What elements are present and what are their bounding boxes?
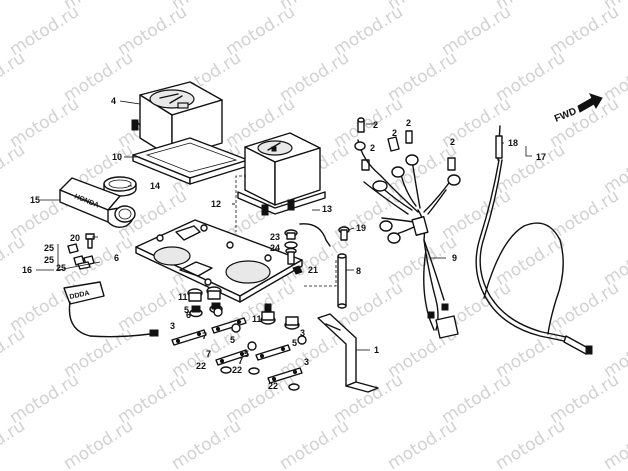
svg-text:DDDA: DDDA: [69, 290, 90, 301]
part-label-17: 17: [536, 152, 546, 162]
watermark-text: motod.ru: [0, 232, 29, 290]
watermark-text: motod.ru: [168, 416, 245, 471]
grommets-and-nuts: [187, 286, 300, 330]
part-label-6a: 6: [114, 253, 119, 263]
watermark-text: motod.ru: [0, 416, 29, 471]
watermark-text: motod.ru: [276, 416, 353, 471]
watermark-text: motod.ru: [60, 416, 137, 471]
watermark-text: motod.ru: [492, 416, 569, 471]
part-label-15: 15: [30, 195, 40, 205]
tachometer-assembly: [237, 132, 326, 216]
watermark-text: motod.ru: [0, 0, 29, 14]
leader-lines: [36, 100, 532, 351]
part-label-11b: 11: [252, 314, 262, 324]
part-label-7b: 7: [206, 349, 211, 359]
part-label-5b: 5: [230, 335, 235, 345]
part-label-1: 1: [374, 345, 379, 355]
part-label-18: 18: [508, 138, 518, 148]
part-label-3b: 3: [300, 328, 305, 338]
watermark-text: motod.ru: [384, 416, 461, 471]
part-label-25a: 25: [44, 243, 54, 253]
part-label-5d: 5: [292, 338, 297, 348]
part-label-9: 9: [452, 253, 457, 263]
screw-20: [85, 233, 95, 249]
watermark-text: motod.ru: [0, 48, 29, 106]
indicator-housing: HONDA: [59, 177, 136, 229]
part-label-22b: 22: [232, 365, 242, 375]
part-label-7c: 7: [238, 356, 243, 366]
part-label-7a: 7: [202, 331, 207, 341]
part-label-23: 23: [270, 232, 280, 242]
speedometer-cable: [475, 125, 593, 355]
part-label-5c: 5: [244, 349, 249, 359]
part-label-22c: 22: [268, 381, 278, 391]
speedometer-assembly: [131, 81, 223, 165]
part-label-25c: 25: [56, 263, 66, 273]
part-label-8: 8: [356, 266, 361, 276]
part-label-25b: 25: [44, 255, 54, 265]
washers-and-bolts: [171, 307, 307, 391]
part-label-10: 10: [112, 152, 122, 162]
part-label-16: 16: [22, 265, 32, 275]
part-label-3a: 3: [170, 321, 175, 331]
part-label-14: 14: [150, 181, 160, 191]
bulb-sockets: [57, 243, 101, 271]
part-label-13: 13: [322, 204, 332, 214]
part-label-11a: 11: [178, 292, 188, 302]
part-label-4: 4: [111, 96, 116, 106]
watermark-text: motod.ru: [0, 324, 29, 382]
part-label-5a: 5: [184, 305, 189, 315]
watermark-text: motod.ru: [600, 416, 628, 471]
stay-bracket: [317, 313, 379, 393]
part-number-labels: 4 10 14 15 12 13 19 23 24 21 8 20 25 25 …: [22, 96, 546, 391]
part-label-3c: 3: [304, 357, 309, 367]
part-label-24: 24: [270, 243, 280, 253]
part-label-20: 20: [70, 233, 80, 243]
part-label-19: 19: [356, 223, 366, 233]
part-label-22a: 22: [196, 361, 206, 371]
part-label-21: 21: [308, 265, 318, 275]
indicator-connector: DDDA: [63, 281, 159, 338]
part-label-2a: 2: [373, 120, 378, 130]
watermark-text: motod.ru: [0, 140, 29, 198]
part-label-2e: 2: [450, 137, 455, 147]
part-label-6b: 6: [186, 310, 191, 320]
part-label-2d: 2: [370, 143, 375, 153]
part-label-2b: 2: [392, 128, 397, 138]
part-label-2c: 2: [406, 118, 411, 128]
mounting-hardware: [284, 223, 350, 309]
wire-harness: [354, 139, 461, 339]
part-label-12: 12: [211, 199, 221, 209]
